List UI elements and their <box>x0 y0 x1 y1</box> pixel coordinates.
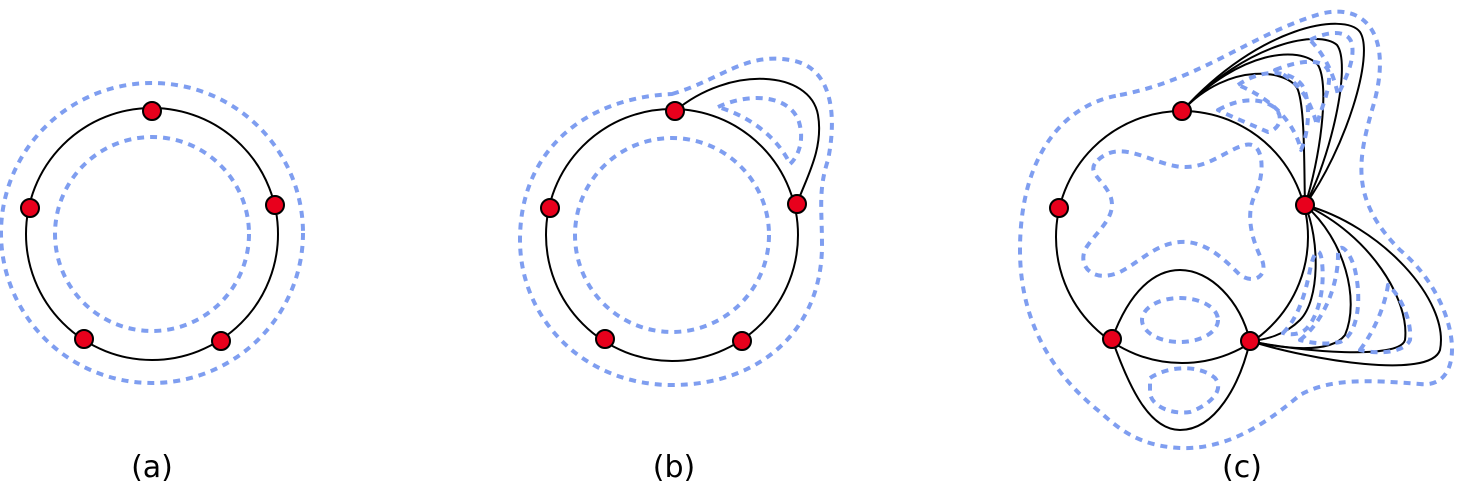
panel-c-top-fan-dashed-2 <box>1236 71 1311 152</box>
panel-c-bottom-lower-edge <box>1111 338 1251 431</box>
panel-c-vertex-5 <box>1049 198 1069 218</box>
panel-b-outer-dashed-curve <box>518 56 834 387</box>
panel-a-vertex-3 <box>211 331 231 351</box>
panel-c-top-right-edge-1 <box>1181 72 1306 206</box>
panel-a-vertex-5 <box>20 198 40 218</box>
panel-c-vertex-3 <box>1240 331 1260 351</box>
panel-a-vertex-2 <box>265 195 285 215</box>
panel-c-right-fan-dashed-1 <box>1281 249 1325 337</box>
panel-c-vertex-1 <box>1172 101 1192 121</box>
panel-c-vertex-4 <box>1102 329 1122 349</box>
panel-b-caption: (b) <box>653 450 695 483</box>
panel-c-top-right-edge-4 <box>1181 22 1365 206</box>
panel-a-inner-dashed-curve <box>53 135 251 333</box>
panel-b-vertex-3 <box>732 331 752 351</box>
panel-c-bottom-upper-edge <box>1111 269 1251 342</box>
panel-c-top-right-edge-2 <box>1181 53 1325 206</box>
panel-c-right-bottom-edge-1 <box>1249 204 1317 342</box>
panel-b-vertex-4 <box>595 329 615 349</box>
panel-c-right-bottom-edge-4 <box>1249 204 1442 367</box>
panel-a-caption: (a) <box>131 450 173 483</box>
panel-c-top-fan-dashed-1 <box>1216 98 1282 134</box>
panel-c-center-dashed-curve <box>1081 142 1266 281</box>
panel-c-bottom-inner-dashed <box>1140 296 1220 344</box>
panel-b-extra-edge <box>674 77 821 205</box>
panel-c-right-fan-dashed-2 <box>1298 245 1361 346</box>
panel-c-right-fan-dashed-3 <box>1358 283 1413 355</box>
panel-c-right-bottom-edge-2 <box>1249 204 1352 350</box>
panel-b-cycle <box>545 108 799 362</box>
panel-c-bottom-outer-dashed <box>1148 366 1221 415</box>
panel-c-right-bottom-edge-3 <box>1249 204 1407 354</box>
panel-b-inner-dashed-curve <box>573 136 771 334</box>
panel-b-inner-face-dashed-curve <box>716 96 804 166</box>
panel-b: (b) <box>518 56 834 483</box>
panel-c-outer-dashed-curve <box>1018 9 1454 451</box>
panel-b-vertex-5 <box>540 198 560 218</box>
panel-b-vertex-2 <box>787 194 807 214</box>
panel-a: (a) <box>0 81 305 483</box>
panel-c-top-right-edge-3 <box>1181 38 1343 206</box>
panel-a-vertex-4 <box>74 329 94 349</box>
panel-b-vertex-1 <box>665 101 685 121</box>
panel-a-cycle <box>25 107 279 361</box>
panel-c-caption: (c) <box>1222 450 1262 483</box>
panel-c-cycle <box>1055 110 1309 364</box>
panel-a-outer-dashed-curve <box>0 81 305 385</box>
panel-a-vertex-1 <box>142 101 162 121</box>
panel-c-top-fan-dashed-4 <box>1308 31 1355 97</box>
panel-c: (c) <box>1018 9 1454 483</box>
panel-c-vertex-2 <box>1295 195 1315 215</box>
